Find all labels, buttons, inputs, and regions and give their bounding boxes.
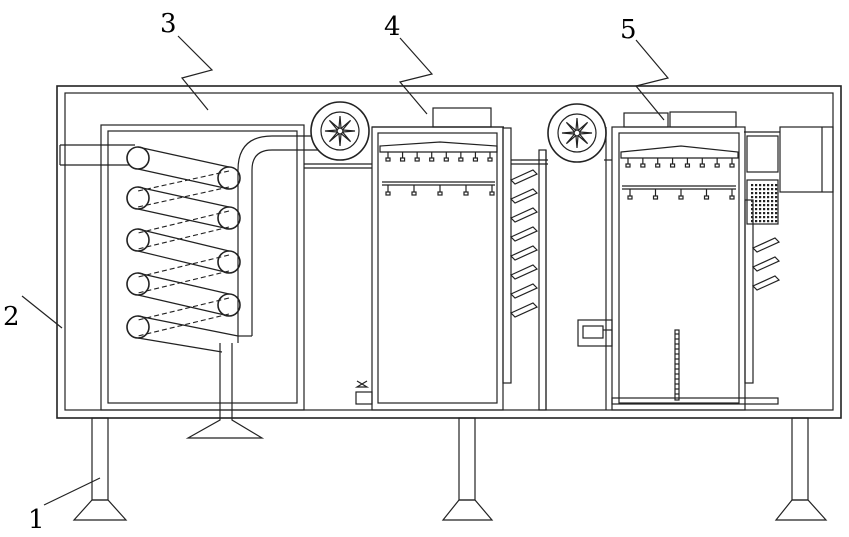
support-leg-right [776, 418, 826, 520]
label-first-spray-chamber: 4 [384, 12, 401, 42]
cooling-coil-chamber [60, 125, 318, 438]
support-legs [74, 418, 826, 520]
label-2-group: 2 [3, 296, 62, 332]
label-second-spray-chamber: 5 [620, 15, 637, 45]
label-5-group: 5 [620, 15, 668, 120]
label-3-group: 3 [160, 9, 212, 110]
label-support-legs: 1 [28, 505, 45, 533]
label-4-group: 4 [384, 12, 432, 114]
label-housing: 2 [3, 302, 20, 332]
spiral-coil [127, 147, 252, 352]
label-1-group: 1 [28, 478, 100, 533]
label-cooling-coil-chamber: 3 [160, 9, 177, 39]
blower-fan-left [311, 102, 369, 160]
blower-fan-right [548, 104, 606, 162]
support-leg-middle [443, 418, 492, 520]
second-spray-chamber [578, 112, 833, 410]
support-leg-left [74, 418, 126, 520]
housing [57, 86, 841, 418]
